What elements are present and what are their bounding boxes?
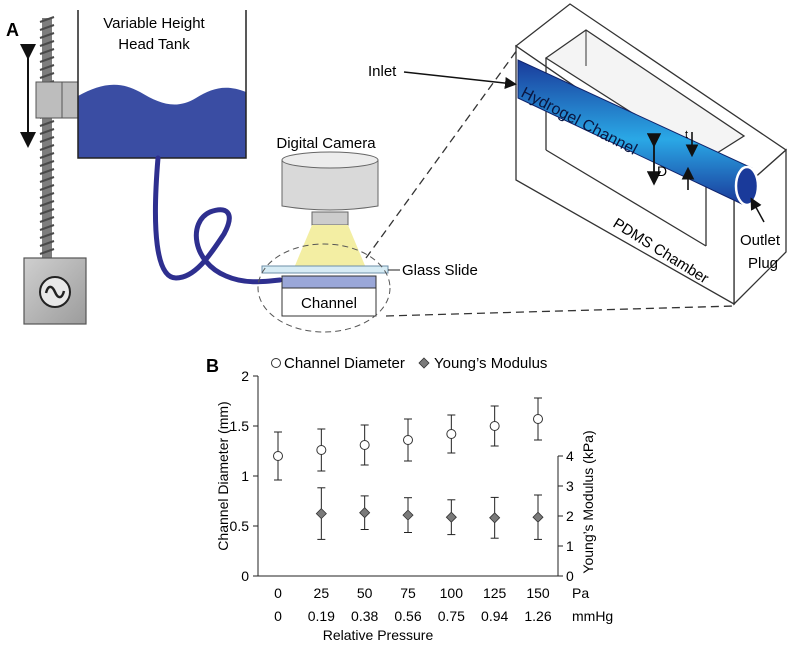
- right-tick-label: 0: [566, 568, 574, 584]
- right-tick-label: 1: [566, 538, 574, 554]
- diameter-point: [446, 429, 457, 439]
- legend-diamond-marker: [418, 357, 430, 369]
- glass-slide: [261, 265, 389, 274]
- left-tick-label: 0: [241, 568, 249, 584]
- legend-diameter: Channel Diameter: [284, 355, 405, 372]
- x-tick-label-mmhg: 0.75: [438, 608, 465, 624]
- x-tick-label-mmhg: 0.94: [481, 608, 508, 624]
- channel-box: [281, 287, 377, 317]
- outlet-label-line2: Plug: [748, 255, 778, 272]
- ylabel-right: Young’s Modulus (kPa): [580, 430, 596, 573]
- right-tick-label: 4: [566, 448, 574, 464]
- motor-box: [23, 257, 87, 325]
- d-label: D: [657, 163, 667, 179]
- x-tick-label-mmhg: 0: [274, 608, 282, 624]
- threaded-rod: [39, 16, 55, 258]
- x-tick-label-pa: 150: [526, 585, 550, 601]
- diameter-point: [489, 421, 500, 431]
- x-tick-label-mmhg: 0.38: [351, 608, 378, 624]
- modulus-point: [445, 511, 457, 523]
- head-tank: [77, 10, 247, 159]
- modulus-point: [359, 507, 371, 519]
- modulus-point: [532, 511, 544, 523]
- diameter-point: [273, 451, 283, 461]
- digital-camera: [281, 151, 379, 268]
- legend-modulus: Young’s Modulus: [434, 355, 547, 372]
- right-tick-label: 2: [566, 508, 574, 524]
- x-tick-label-mmhg: 0.19: [308, 608, 335, 624]
- left-tick-label: 0.5: [230, 518, 250, 534]
- unit-mmhg: mmHg: [572, 608, 613, 624]
- ylabel-left: Channel Diameter (mm): [215, 401, 231, 550]
- diameter-point: [316, 445, 327, 455]
- inlet-label: Inlet: [368, 63, 397, 80]
- diameter-point: [533, 414, 543, 424]
- channel-box-label: Channel: [301, 295, 357, 312]
- tank-label-line1: Variable Height: [103, 15, 205, 32]
- x-tick-label-mmhg: 1.26: [524, 608, 551, 624]
- tubing: [152, 155, 283, 285]
- panel-a-label: A: [6, 20, 19, 40]
- x-tick-label-mmhg: 0.56: [394, 608, 421, 624]
- camera-label: Digital Camera: [276, 135, 376, 152]
- left-tick-label: 1: [241, 468, 249, 484]
- outlet-label-line1: Outlet: [740, 232, 781, 249]
- x-tick-label-pa: 75: [400, 585, 416, 601]
- diameter-point: [359, 440, 370, 450]
- right-tick-label: 3: [566, 478, 574, 494]
- panel-b-label: B: [206, 356, 219, 376]
- chart-marks: 0 0.5 1 1.5 2 0 1 2 3 4 0 0 25 0.19 50 0.38 75 0.56 100 0.7…: [230, 368, 574, 624]
- xlabel: Relative Pressure: [323, 627, 434, 643]
- x-tick-label-pa: 25: [314, 585, 330, 601]
- left-tick-label: 1.5: [230, 418, 250, 434]
- modulus-point: [402, 509, 414, 521]
- legend-circle-marker: [271, 358, 281, 368]
- x-tick-label-pa: 0: [274, 585, 282, 601]
- zoom-ellipse: [257, 243, 391, 333]
- t-label: t: [685, 129, 688, 141]
- plot-axes: [257, 376, 559, 577]
- unit-pa: Pa: [572, 585, 589, 601]
- glass-slide-label: Glass Slide: [402, 262, 478, 279]
- slider-clamp: [35, 81, 79, 119]
- tank-label-line2: Head Tank: [118, 36, 190, 53]
- modulus-point: [489, 512, 501, 524]
- left-tick-label: 2: [241, 368, 249, 384]
- x-tick-label-pa: 125: [483, 585, 507, 601]
- x-tick-label-pa: 100: [440, 585, 464, 601]
- x-tick-label-pa: 50: [357, 585, 373, 601]
- diameter-point: [403, 435, 413, 445]
- modulus-point: [315, 508, 327, 520]
